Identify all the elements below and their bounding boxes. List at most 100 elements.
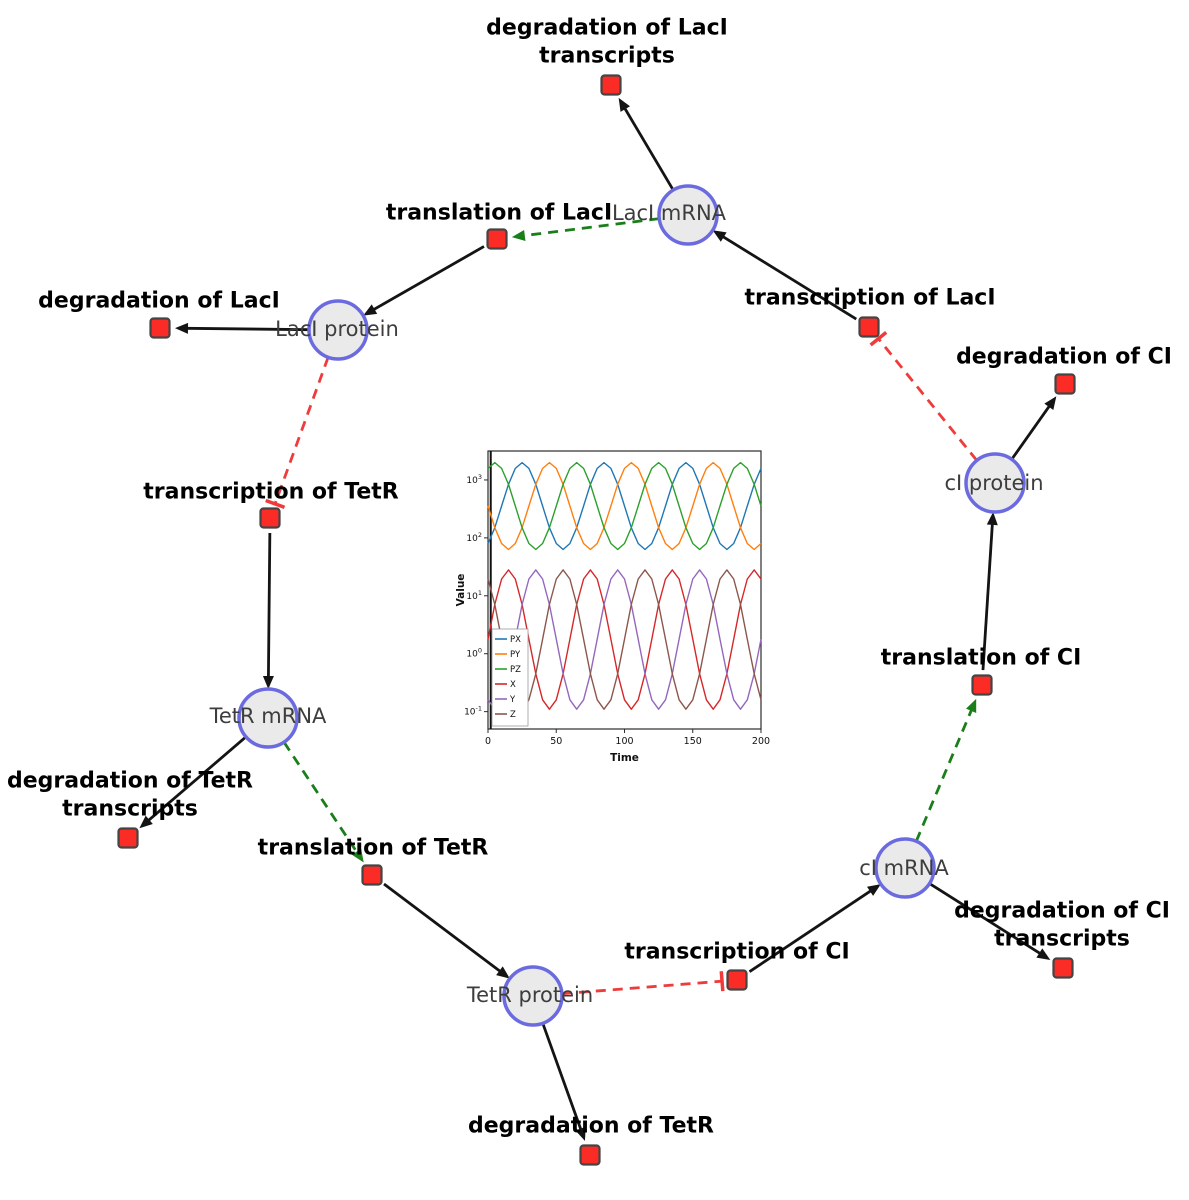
species-circle[interactable] [874,837,936,899]
inhibition-tbar [719,971,725,992]
reaction-node-deg-tetr-transcripts[interactable] [117,827,139,849]
species-node-laci-mrna[interactable] [657,184,719,246]
reaction-square[interactable] [971,674,993,696]
species-circle[interactable] [237,687,299,749]
legend-label-Y: Y [509,695,516,705]
legend-label-X: X [510,680,516,690]
reaction-node-deg-laci[interactable] [149,317,171,339]
reaction-square[interactable] [149,317,171,339]
reaction-node-tr-ci[interactable] [726,969,748,991]
x-tick-label: 100 [615,736,633,747]
series-line-PZ [487,461,762,551]
species-label-tetr-protein: TetR protein [466,983,593,1007]
reaction-square[interactable] [1054,373,1076,395]
reaction-node-deg-ci[interactable] [1054,373,1076,395]
edges-layer [139,97,1057,1141]
reaction-edge-tr-laci-to-laci-mrna [712,230,857,321]
reaction-edge-tl-laci-to-laci-protein [363,245,485,316]
arrowhead [712,230,727,242]
inhibition-edge-laci-protein-to-tr-tetr [265,356,330,509]
arrowhead [986,511,998,526]
chart-ylabel: Value [455,574,467,607]
species-circle[interactable] [502,965,564,1027]
species-node-tetr-mrna[interactable] [237,687,299,749]
species-node-ci-mrna[interactable] [874,837,936,899]
reaction-edge-tr-ci-to-ci-mrna [748,884,881,973]
modifier-edge-laci-mrna-to-tl-laci [511,217,660,241]
series-line-Y [487,569,762,710]
reaction-square[interactable] [117,827,139,849]
chart-plot-frame [487,450,762,730]
arrowhead [1036,948,1051,960]
reaction-node-tr-tetr[interactable] [259,507,281,529]
arrowhead [618,97,631,112]
inhibition-edge-ci-protein-to-tr-laci [869,331,978,462]
reaction-edge-tetr-protein-to-deg-tetr [541,1022,586,1141]
reaction-node-deg-ci-transcripts[interactable] [1052,957,1074,979]
species-circle[interactable] [307,299,369,361]
species-circle[interactable] [657,184,719,246]
species-label-tetr-mrna: TetR mRNA [209,704,327,728]
species-circle[interactable] [964,452,1026,514]
arrowhead [174,322,189,334]
x-tick-label: 200 [752,736,770,747]
series-line-PY [487,461,762,551]
species-label-ci-protein: cI protein [944,471,1043,495]
reaction-node-tl-tetr[interactable] [361,864,383,886]
reaction-node-deg-laci-transcripts[interactable] [600,74,622,96]
species-node-laci-protein[interactable] [307,299,369,361]
legend-label-PX: PX [510,635,521,645]
chart-xlabel: Time [610,752,639,764]
reaction-square[interactable] [726,969,748,991]
species-node-ci-protein[interactable] [964,452,1026,514]
reaction-edge-tl-ci-to-ci-protein [981,511,998,671]
reaction-square[interactable] [600,74,622,96]
legend-label-PY: PY [510,650,521,660]
reaction-label-tl-tetr: translation of TetR [258,836,489,861]
arrowhead [496,966,510,979]
reaction-node-deg-tetr[interactable] [579,1144,601,1166]
series-line-X [487,569,762,710]
reaction-edge-tl-tetr-to-tetr-protein [383,882,510,979]
arrowhead [511,230,526,241]
reaction-square[interactable] [1052,957,1074,979]
inhibition-edge-tetr-protein-to-tr-ci [561,971,725,996]
reaction-square[interactable] [259,507,281,529]
arrowhead [867,884,881,896]
reaction-label-tl-ci: translation of CI [881,646,1082,671]
species-label-ci-mrna: cI mRNA [859,856,949,880]
reaction-label-tr-ci: transcription of CI [624,940,849,965]
reaction-square[interactable] [579,1144,601,1166]
reaction-node-tr-laci[interactable] [858,316,880,338]
reaction-node-tl-ci[interactable] [971,674,993,696]
species-node-tetr-protein[interactable] [502,965,564,1027]
x-tick-label: 50 [550,736,562,747]
reaction-edge-laci-mrna-to-deg-laci-transcripts [618,97,675,191]
nodes-layer [117,74,1076,1166]
series-line-Z [487,569,762,710]
inhibition-tbar [869,331,888,347]
reaction-square[interactable] [486,228,508,250]
reaction-label-deg-laci: degradation of LacI [38,289,280,314]
reaction-label-deg-tetr: degradation of TetR [468,1114,714,1139]
reaction-edge-laci-protein-to-deg-laci [174,322,310,334]
reaction-square[interactable] [858,316,880,338]
reaction-square[interactable] [361,864,383,886]
reaction-node-tl-laci[interactable] [486,228,508,250]
arrowhead [966,698,977,713]
x-tick-label: 0 [485,736,491,747]
inhibition-tbar [265,498,286,509]
reaction-edge-ci-mrna-to-deg-ci-transcripts [928,882,1051,960]
series-line-PX [487,461,762,551]
reaction-label-tl-laci: translation of LacI [386,201,612,226]
x-tick-label: 150 [684,736,702,747]
chart-legend [491,628,529,727]
reaction-label-tr-laci: transcription of LacI [744,286,995,311]
species-label-laci-mrna: LacI mRNA [612,201,727,225]
